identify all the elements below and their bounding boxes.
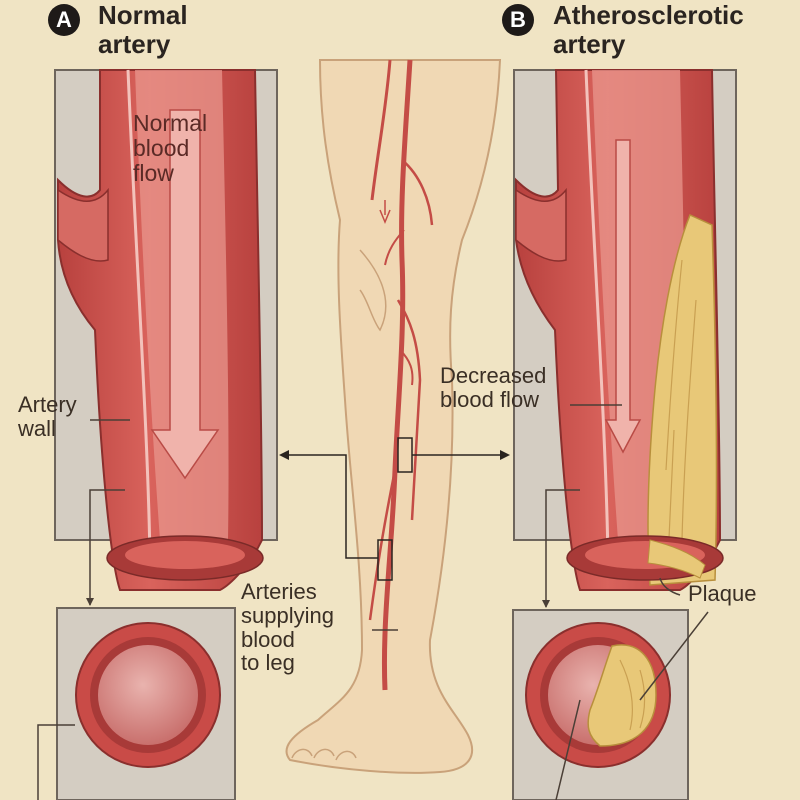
- flow-arrow-a: [150, 109, 220, 480]
- leg-outline: [285, 59, 502, 774]
- arteries-supplying-label: Arteries supplying blood to leg: [241, 579, 334, 676]
- leg-artery-branch-2: [401, 159, 434, 226]
- leader-b-plaque: [659, 577, 681, 596]
- leg-zoom-box-lower: [377, 539, 393, 581]
- pointer-line-to-a: [287, 454, 378, 559]
- panel-b-badge: B: [502, 4, 534, 36]
- leg-artery-branch-1: [370, 59, 392, 201]
- leg-artery-branch-3: [396, 299, 422, 521]
- artery-wall-label: Artery wall: [18, 392, 77, 441]
- panel-a-title: Normal artery: [98, 0, 188, 60]
- leg-artery-main: [381, 59, 413, 691]
- leader-a-section: [89, 489, 125, 605]
- cross-section-a-lumen: [98, 645, 198, 745]
- leader-b-section: [545, 489, 580, 607]
- artery-a-branch: [57, 187, 109, 262]
- leader-b-section-plaque: [639, 611, 709, 701]
- artery-a-inner-line: [126, 69, 152, 561]
- leg-artery-branch-4: [368, 469, 397, 621]
- cross-section-b-plaque: [587, 644, 657, 747]
- normal-flow-label: Normal blood flow: [133, 110, 208, 186]
- leader-a-bottom: [37, 724, 75, 800]
- panel-a-badge: A: [48, 4, 80, 36]
- decreased-flow-label: Decreased blood flow: [440, 363, 547, 412]
- flow-arrow-b: [604, 139, 642, 454]
- plaque-label: Plaque: [688, 581, 757, 606]
- artery-b-branch: [515, 187, 567, 262]
- panel-b-title: Atherosclerotic artery: [553, 0, 744, 60]
- leader-b-section-lumen: [555, 699, 581, 800]
